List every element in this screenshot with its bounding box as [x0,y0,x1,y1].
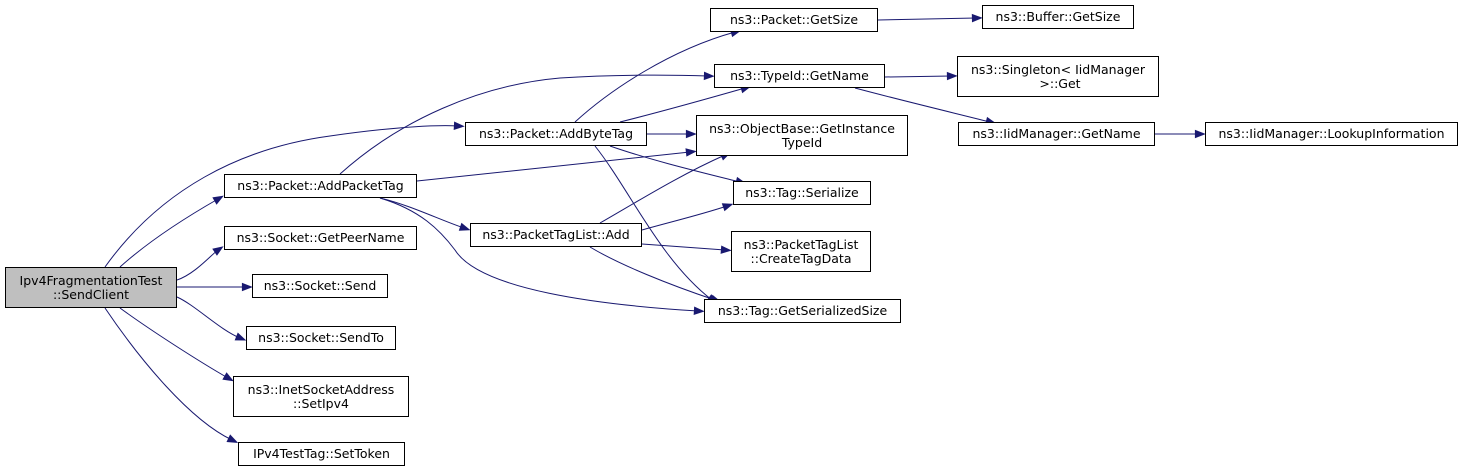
arrowhead-set-ipv4 [222,372,234,382]
node-packet-get-size[interactable]: ns3::Packet::GetSize [710,8,878,32]
node-create-tag-data[interactable]: ns3::PacketTagList ::CreateTagData [731,231,871,272]
node-get-instance-typeid[interactable]: ns3::ObjectBase::GetInstance TypeId [696,115,908,156]
node-set-token[interactable]: IPv4TestTag::SetToken [238,442,405,466]
arrowhead-add-packet-tag [212,195,224,205]
edge-packet-get-size-to-buffer-get-size [877,17,977,21]
arrowhead-singleton-get [946,71,958,81]
node-typeid-get-name[interactable]: ns3::TypeId::GetName [714,64,885,88]
edge-add-packet-tag-to-get-instance-typeid [416,151,691,182]
edge-root-to-send-to [176,296,241,339]
arrowhead-tag-get-serialized-size [693,306,705,315]
edge-add-byte-tag-to-tag-serialize [609,145,741,183]
node-iid-get-name[interactable]: ns3::IidManager::GetName [958,122,1155,146]
arrowhead-add-byte-tag [453,121,465,130]
node-buffer-get-size[interactable]: ns3::Buffer::GetSize [982,5,1134,29]
node-send[interactable]: ns3::Socket::Send [252,274,388,298]
arrowhead-send-to [234,332,247,341]
edge-packet-tag-list-add-to-create-tag-data [641,243,726,251]
node-root: Ipv4FragmentationTest ::SendClient [5,267,177,308]
node-add-packet-tag[interactable]: ns3::Packet::AddPacketTag [224,174,417,198]
edge-root-to-set-ipv4 [119,307,229,379]
edge-root-to-get-peer-name [176,249,219,281]
arrowhead-set-token [226,434,239,443]
node-set-ipv4[interactable]: ns3::InetSocketAddress ::SetIpv4 [233,376,409,417]
node-singleton-get[interactable]: ns3::Singleton< IidManager >::Get [957,56,1159,97]
arrowhead-buffer-get-size [971,13,983,23]
node-send-to[interactable]: ns3::Socket::SendTo [246,326,396,350]
edge-add-packet-tag-to-typeid-get-name [339,74,709,175]
node-get-peer-name[interactable]: ns3::Socket::GetPeerName [224,226,417,250]
edge-add-byte-tag-to-typeid-get-name [619,87,746,123]
arrowhead-packet-tag-list-add [458,222,471,231]
node-tag-serialize[interactable]: ns3::Tag::Serialize [733,181,871,205]
edge-root-to-set-token [104,307,233,441]
edge-add-byte-tag-to-tag-get-serialized-size [594,145,713,301]
edge-typeid-get-name-to-singleton-get [884,75,952,78]
node-tag-get-serialized-size[interactable]: ns3::Tag::GetSerializedSize [704,299,901,323]
edge-packet-tag-list-add-to-tag-get-serialized-size [589,246,716,301]
arrowhead-send [241,282,253,292]
arrowhead-get-instance-typeid [685,148,697,157]
arrowhead-get-instance-typeid [685,129,697,139]
arrowhead-tag-serialize [721,203,734,212]
edge-typeid-get-name-to-iid-get-name [854,87,991,123]
edge-add-byte-tag-to-packet-get-size [574,31,736,123]
arrowhead-get-peer-name [212,246,224,256]
edge-root-to-add-byte-tag [104,125,459,268]
node-packet-tag-list-add[interactable]: ns3::PacketTagList::Add [470,223,642,247]
edge-add-packet-tag-to-tag-get-serialized-size [379,197,699,312]
arrowhead-typeid-get-name [703,71,715,81]
edge-packet-tag-list-add-to-get-instance-typeid [599,154,726,224]
edge-packet-tag-list-add-to-tag-serialize [641,205,728,231]
edge-root-to-add-packet-tag [119,198,219,268]
arrowhead-lookup-information [1194,129,1206,139]
node-lookup-information[interactable]: ns3::IidManager::LookupInformation [1205,122,1458,146]
arrowhead-create-tag-data [720,245,732,254]
node-add-byte-tag[interactable]: ns3::Packet::AddByteTag [465,122,647,146]
edge-add-packet-tag-to-packet-tag-list-add [379,197,465,229]
